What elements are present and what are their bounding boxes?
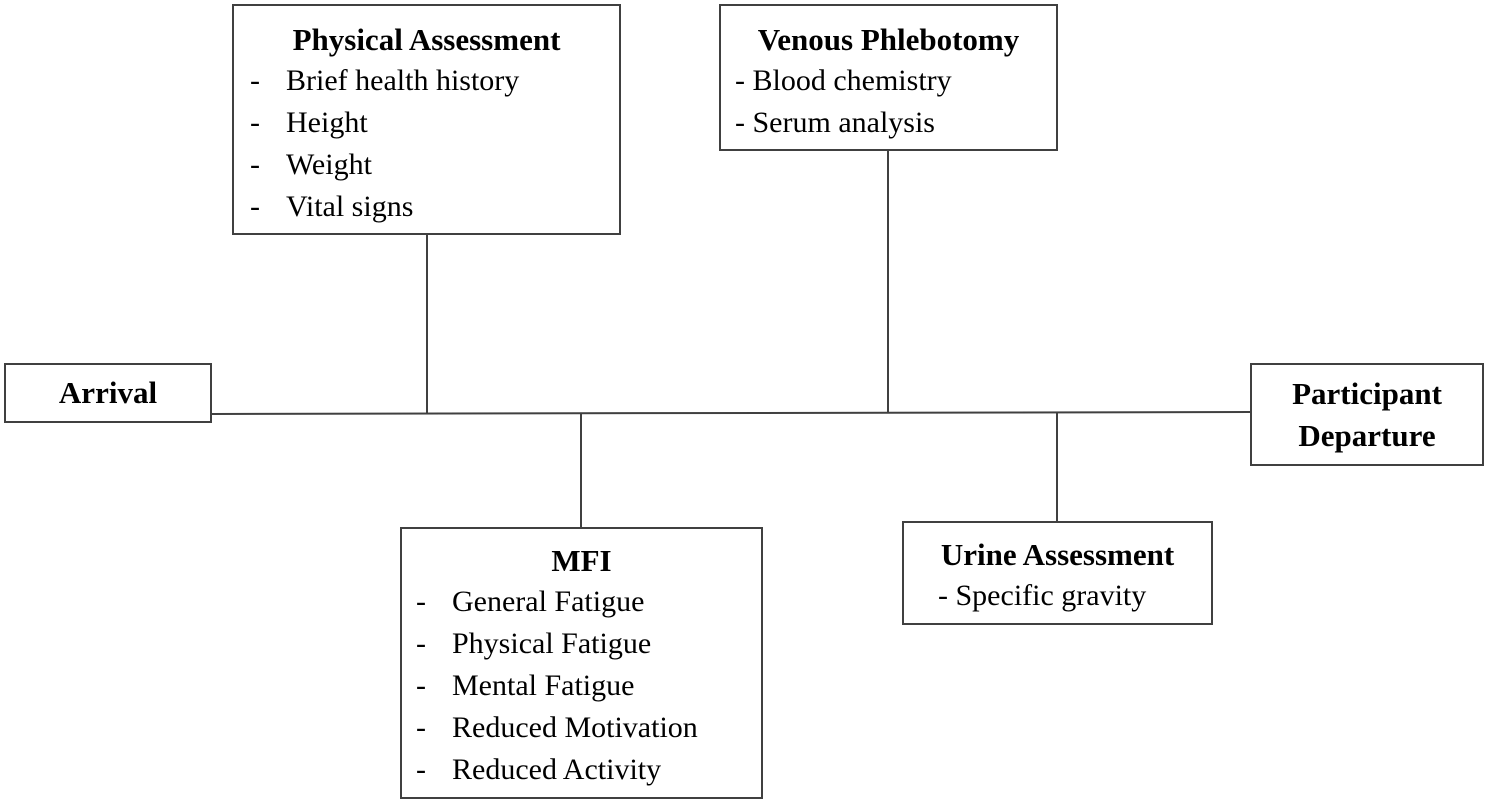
mfi-item: -Mental Fatigue	[416, 669, 635, 702]
physical-assessment-item: -Weight	[250, 148, 372, 181]
arrival-box: Arrival	[4, 363, 212, 423]
urine-assessment-box: Urine Assessment - Specific gravity	[902, 521, 1213, 625]
urine-assessment-item: - Specific gravity	[938, 579, 1147, 612]
physical-assessment-title: Physical Assessment	[292, 22, 561, 57]
participant-departure-box: Participant Departure	[1250, 363, 1484, 466]
mfi-item: -Reduced Motivation	[416, 711, 698, 744]
physical-assessment-item: -Vital signs	[250, 190, 414, 223]
venous-phlebotomy-title: Venous Phlebotomy	[757, 22, 1020, 57]
venous-phlebotomy-item: - Serum analysis	[735, 106, 935, 139]
urine-assessment-title: Urine Assessment	[940, 537, 1175, 572]
departure-title-line: Departure	[1298, 417, 1436, 453]
mfi-item: -Physical Fatigue	[416, 627, 652, 660]
departure-title-line: Participant	[1292, 375, 1442, 411]
mfi-item: -Reduced Activity	[416, 753, 662, 786]
venous-phlebotomy-item: - Blood chemistry	[735, 64, 952, 97]
arrival-title: Arrival	[58, 375, 158, 410]
mfi-box: MFI -General Fatigue -Physical Fatigue -…	[400, 527, 763, 799]
physical-assessment-item: -Height	[250, 106, 368, 139]
venous-phlebotomy-box: Venous Phlebotomy - Blood chemistry - Se…	[719, 4, 1058, 151]
physical-assessment-box: Physical Assessment -Brief health histor…	[232, 4, 621, 235]
physical-assessment-item: -Brief health history	[250, 64, 520, 97]
timeline-main-line	[211, 411, 1251, 415]
mfi-item: -General Fatigue	[416, 585, 645, 618]
mfi-title: MFI	[551, 543, 612, 578]
